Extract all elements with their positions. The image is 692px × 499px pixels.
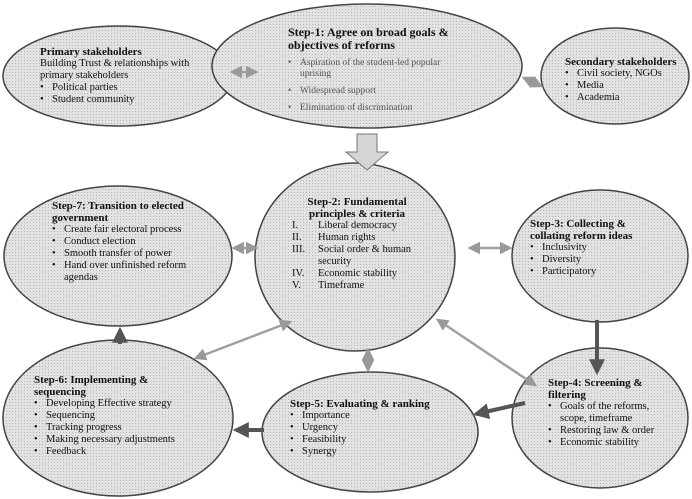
block-arrow-step1-to-step2 (344, 133, 390, 171)
step2: Step-2: Fundamental principles & criteri… (292, 196, 422, 292)
step2-title: Step-2: Fundamental principles & criteri… (307, 196, 407, 220)
step6: Step-6: Implementing & sequencing Develo… (34, 374, 199, 458)
step3: Step-3: Collecting & collating reform id… (530, 218, 660, 278)
list-item: Participatory (530, 266, 660, 278)
list-item: III.Social order & human security (292, 244, 412, 267)
list-item: Academia (565, 92, 685, 104)
list-item: Goals of the reforms, scope, timeframe (548, 401, 678, 425)
step5-title: Step-5: Evaluating & ranking (290, 398, 430, 410)
list-item: Elimination of discrimination (288, 103, 463, 114)
list-item: I.Liberal democracy (292, 220, 397, 231)
step7: Step-7: Transition to elected government… (52, 200, 192, 284)
primary-subtitle: Building Trust & relationships with prim… (40, 58, 190, 81)
list-item: Inclusivity (530, 242, 660, 254)
primary-stakeholders: Primary stakeholders Building Trust & re… (40, 46, 200, 106)
list-item: Sequencing (34, 410, 199, 422)
list-item: Economic stability (548, 437, 678, 449)
list-item: Developing Effective strategy (34, 398, 199, 410)
arrow-step2-step6 (193, 319, 293, 361)
arrow-step4-step5 (472, 401, 526, 420)
step1: Step-1: Agree on broad goals & objective… (288, 25, 463, 115)
step6-title: Step-6: Implementing & sequencing (34, 374, 149, 398)
list-item: Making necessary adjustments (34, 434, 199, 446)
arrow-step1-secondary (521, 76, 544, 88)
list-item: IV.Economic stability (292, 268, 398, 279)
list-item: Synergy (290, 446, 460, 458)
list-item: Student community (40, 94, 200, 106)
arrow-step2-step4 (435, 318, 538, 387)
list-item: Feedback (34, 446, 199, 458)
step1-title: Step-1: Agree on broad goals & objective… (288, 25, 449, 52)
step4-title: Step-4: Screening & filtering (548, 377, 643, 401)
list-item: Urgency (290, 422, 460, 434)
list-item: Aspiration of the student-led popular up… (288, 58, 463, 80)
list-item: V.Timeframe (292, 280, 365, 291)
primary-title: Primary stakeholders (40, 46, 142, 58)
secondary-stakeholders: Secondary stakeholders Civil society, NG… (565, 56, 685, 104)
list-item: Restoring law & order (548, 425, 678, 437)
list-item: Political parties (40, 82, 200, 94)
list-item: II.Human rights (292, 232, 376, 243)
list-item: Tracking progress (34, 422, 199, 434)
list-item: Smooth transfer of power (52, 248, 192, 260)
list-item: Civil society, NGOs (565, 68, 685, 80)
step2-ellipse (254, 162, 456, 352)
step4: Step-4: Screening & filtering Goals of t… (548, 377, 678, 449)
list-item: Diversity (530, 254, 660, 266)
step7-title: Step-7: Transition to elected government (52, 200, 184, 224)
list-item: Create fair electoral process (52, 224, 192, 236)
secondary-title: Secondary stakeholders (565, 56, 677, 68)
list-item: Widespread support (288, 86, 463, 97)
list-item: Importance (290, 410, 460, 422)
list-item: Conduct election (52, 236, 192, 248)
list-item: Feasibility (290, 434, 460, 446)
list-item: Hand over unfinished reform agendas (52, 260, 192, 284)
step5: Step-5: Evaluating & ranking ImportanceU… (290, 398, 460, 458)
list-item: Media (565, 80, 685, 92)
step3-title: Step-3: Collecting & collating reform id… (530, 218, 633, 242)
